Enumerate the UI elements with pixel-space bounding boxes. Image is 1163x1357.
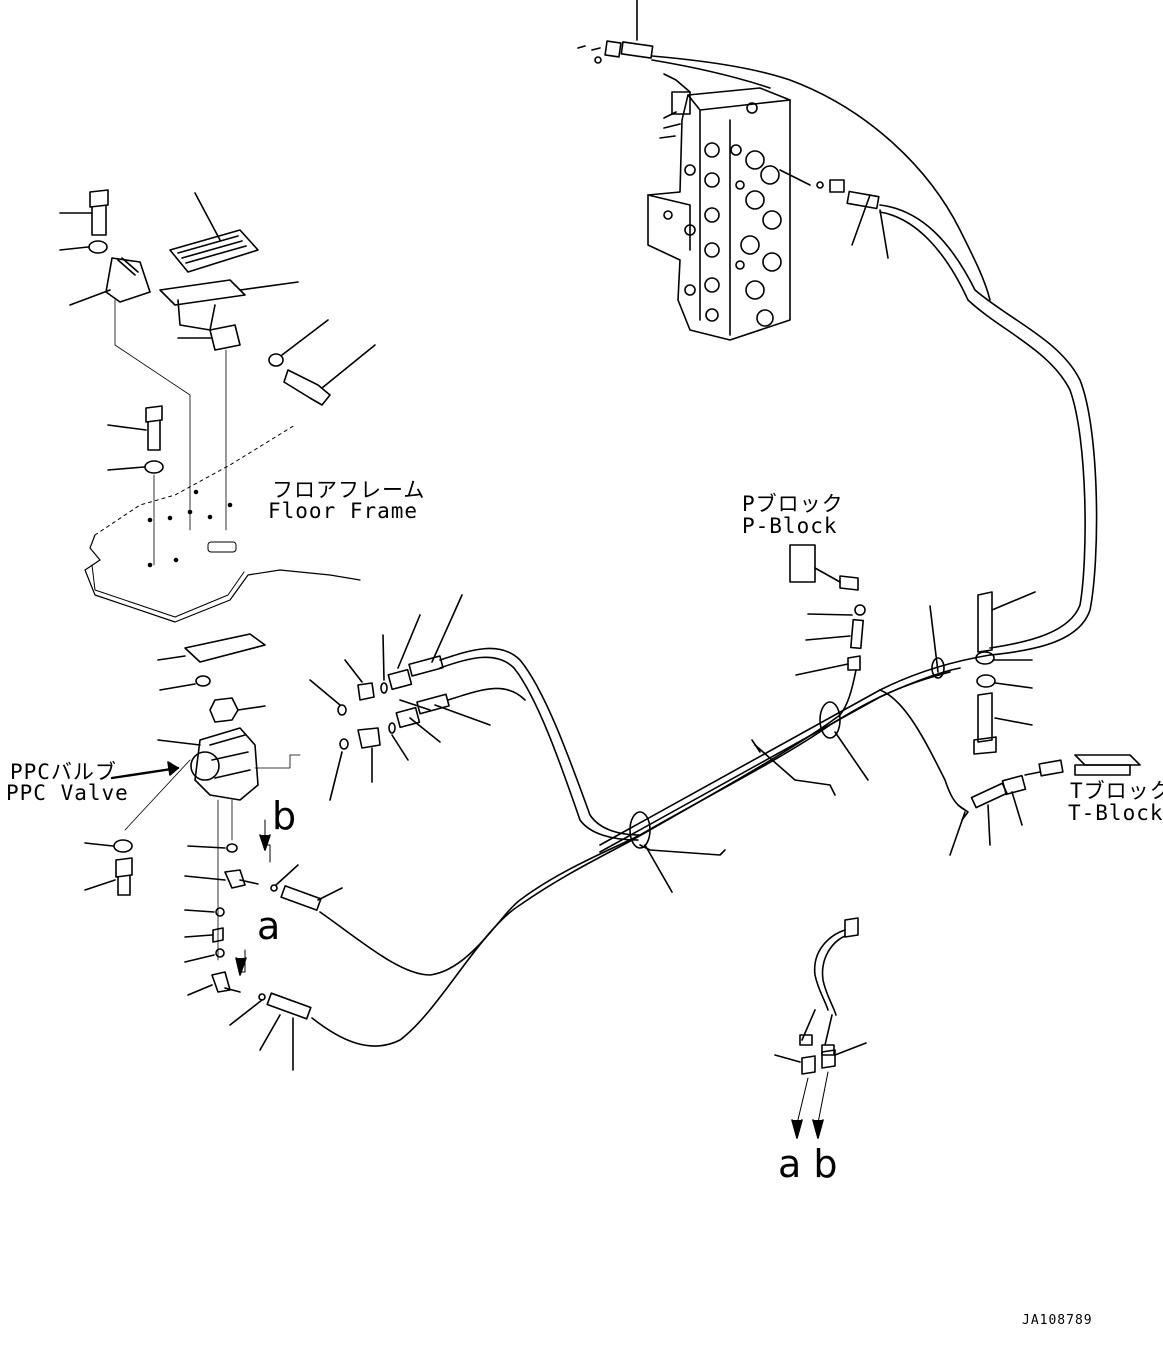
ppc-valve-label-jp: PPCバルブ	[10, 760, 117, 784]
floor-bolt-washer	[107, 405, 164, 566]
floor-frame-label-jp: フロアフレーム	[272, 478, 426, 502]
control-valve-assembly	[647, 87, 791, 341]
drawing-number: JA108789	[1022, 1313, 1093, 1328]
t-block-label-jp: Tブロック	[1070, 779, 1163, 803]
p-block-section	[789, 544, 866, 716]
top-hose	[577, 0, 991, 301]
pedal-assembly	[59, 189, 376, 531]
valve-port-circles	[663, 142, 782, 327]
hose-b	[270, 671, 951, 976]
ppc-inline-fittings	[309, 594, 641, 841]
ppc-fittings	[184, 819, 271, 996]
p-block-label-jp: Pブロック	[742, 492, 844, 516]
t-block-label-en: T-Block	[1068, 801, 1163, 825]
ppc-valve-label-en: PPC Valve	[6, 781, 129, 805]
floor-frame	[84, 424, 361, 623]
floor-frame-label-en: Floor Frame	[268, 499, 419, 523]
hose-a	[229, 714, 841, 1071]
p-block-label-en: P-Block	[742, 514, 838, 538]
misc-leaders	[399, 699, 431, 711]
center-clamps	[599, 605, 991, 893]
port-b-label: b	[272, 794, 297, 838]
t-block-section	[949, 591, 1141, 856]
port-ab-label: a b	[778, 1142, 838, 1186]
port-a-label: a	[257, 904, 281, 948]
right-return-hose	[779, 169, 1098, 656]
pressure-switch-harness	[774, 917, 867, 1139]
